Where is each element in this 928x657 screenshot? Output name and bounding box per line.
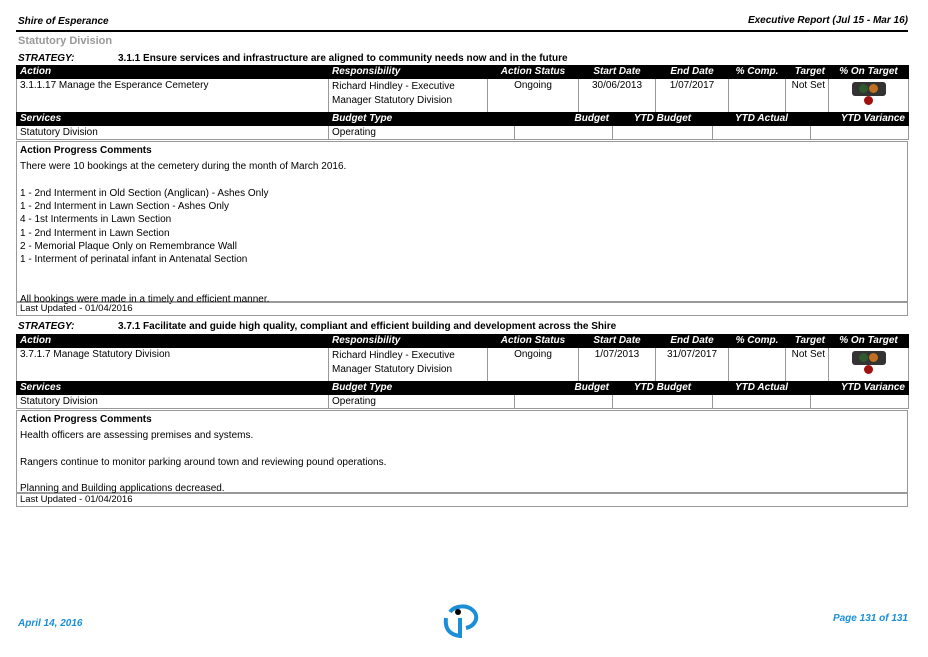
col-target: Target bbox=[785, 65, 829, 79]
budget-type: Operating bbox=[328, 125, 515, 140]
budget bbox=[514, 125, 613, 140]
comment-line bbox=[20, 280, 904, 293]
action-name: 3.1.1.17 Manage the Esperance Cemetery bbox=[16, 78, 329, 113]
end-date: 1/07/2017 bbox=[655, 78, 729, 113]
start-date: 1/07/2013 bbox=[578, 347, 656, 382]
strategy-label: STRATEGY: bbox=[18, 53, 75, 64]
last-updated: Last Updated - 01/04/2016 bbox=[16, 493, 908, 507]
comment-line: 1 - 2nd Interment in Lawn Section - Ashe… bbox=[20, 201, 229, 213]
ytd-variance bbox=[810, 125, 909, 140]
strategy-text: 3.1.1 Ensure services and infrastructure… bbox=[118, 53, 568, 64]
action-status: Ongoing bbox=[487, 78, 579, 113]
col-status: Action Status bbox=[487, 334, 579, 348]
budget bbox=[514, 394, 613, 409]
service-name: Statutory Division bbox=[16, 394, 329, 409]
comment-line bbox=[20, 174, 904, 187]
traffic-light-icon bbox=[851, 82, 886, 105]
percent-complete bbox=[728, 78, 786, 113]
action-name: 3.7.1.7 Manage Statutory Division bbox=[16, 347, 329, 382]
col-status: Action Status bbox=[487, 65, 579, 79]
col-responsibility: Responsibility bbox=[328, 334, 488, 348]
action-status: Ongoing bbox=[487, 347, 579, 382]
comment-line bbox=[20, 443, 904, 456]
footer-date: April 14, 2016 bbox=[18, 618, 83, 629]
col-budget: Budget bbox=[514, 112, 613, 126]
target: Not Set bbox=[785, 78, 829, 113]
comments-heading: Action Progress Comments bbox=[20, 414, 152, 425]
comment-line: Rangers continue to monitor parking arou… bbox=[20, 456, 387, 468]
strategy-text: 3.7.1 Facilitate and guide high quality,… bbox=[118, 321, 617, 332]
comments-heading: Action Progress Comments bbox=[20, 145, 152, 156]
responsibility: Richard Hindley - Executive Manager Stat… bbox=[328, 78, 488, 113]
col-ytd-variance: YTD Variance bbox=[810, 112, 909, 126]
col-start: Start Date bbox=[578, 65, 656, 79]
col-ytd-budget: YTD Budget bbox=[612, 381, 713, 395]
report-title: Executive Report (Jul 15 - Mar 16) bbox=[747, 15, 908, 26]
col-ytd-actual: YTD Actual bbox=[712, 381, 811, 395]
col-services: Services bbox=[16, 381, 329, 395]
start-date: 30/06/2013 bbox=[578, 78, 656, 113]
col-end: End Date bbox=[655, 334, 729, 348]
col-budget: Budget bbox=[514, 381, 613, 395]
strategy-label: STRATEGY: bbox=[18, 321, 75, 332]
col-on-target: % On Target bbox=[828, 334, 909, 348]
col-ytd-variance: YTD Variance bbox=[810, 381, 909, 395]
comment-line: 1 - Interment of perinatal infant in Ant… bbox=[20, 254, 248, 266]
ytd-budget bbox=[612, 125, 713, 140]
comment-line: There were 10 bookings at the cemetery d… bbox=[20, 161, 347, 173]
ytd-actual bbox=[712, 394, 811, 409]
page-number: Page 131 of 131 bbox=[832, 613, 908, 624]
ytd-variance bbox=[810, 394, 909, 409]
col-budget-type: Budget Type bbox=[328, 112, 515, 126]
percent-complete bbox=[728, 347, 786, 382]
division-title: Statutory Division bbox=[18, 35, 113, 47]
col-comp: % Comp. bbox=[728, 65, 786, 79]
comment-line: Health officers are assessing premises a… bbox=[20, 430, 254, 442]
ytd-actual bbox=[712, 125, 811, 140]
budget-type: Operating bbox=[328, 394, 515, 409]
col-services: Services bbox=[16, 112, 329, 126]
logo-icon bbox=[440, 604, 480, 641]
traffic-light-icon bbox=[851, 351, 886, 374]
strategy-line: STRATEGY: 3.7.1 Facilitate and guide high… bbox=[18, 321, 616, 332]
col-start: Start Date bbox=[578, 334, 656, 348]
comment-line bbox=[20, 469, 904, 482]
col-target: Target bbox=[785, 334, 829, 348]
col-budget-type: Budget Type bbox=[328, 381, 515, 395]
comment-line bbox=[20, 267, 904, 280]
comment-line: 1 - 2nd Interment in Lawn Section bbox=[20, 227, 170, 239]
org-name: Shire of Esperance bbox=[18, 16, 109, 27]
strategy-line: STRATEGY: 3.1.1 Ensure services and infra… bbox=[18, 53, 568, 64]
col-end: End Date bbox=[655, 65, 729, 79]
comment-line: Planning and Building applications decre… bbox=[20, 483, 225, 495]
col-action: Action bbox=[16, 334, 329, 348]
ytd-budget bbox=[612, 394, 713, 409]
col-on-target: % On Target bbox=[828, 65, 909, 79]
col-comp: % Comp. bbox=[728, 334, 786, 348]
target: Not Set bbox=[785, 347, 829, 382]
header-rule bbox=[16, 30, 908, 32]
comment-line: 2 - Memorial Plaque Only on Remembrance … bbox=[20, 241, 237, 253]
comment-line: 1 - 2nd Interment in Old Section (Anglic… bbox=[20, 187, 269, 199]
col-ytd-actual: YTD Actual bbox=[712, 112, 811, 126]
service-name: Statutory Division bbox=[16, 125, 329, 140]
comment-line: 4 - 1st Interments in Lawn Section bbox=[20, 214, 172, 226]
col-ytd-budget: YTD Budget bbox=[612, 112, 713, 126]
end-date: 31/07/2017 bbox=[655, 347, 729, 382]
comment-line: All bookings were made in a timely and e… bbox=[20, 294, 270, 306]
last-updated: Last Updated - 01/04/2016 bbox=[16, 302, 908, 316]
col-responsibility: Responsibility bbox=[328, 65, 488, 79]
responsibility: Richard Hindley - Executive Manager Stat… bbox=[328, 347, 488, 382]
col-action: Action bbox=[16, 65, 329, 79]
